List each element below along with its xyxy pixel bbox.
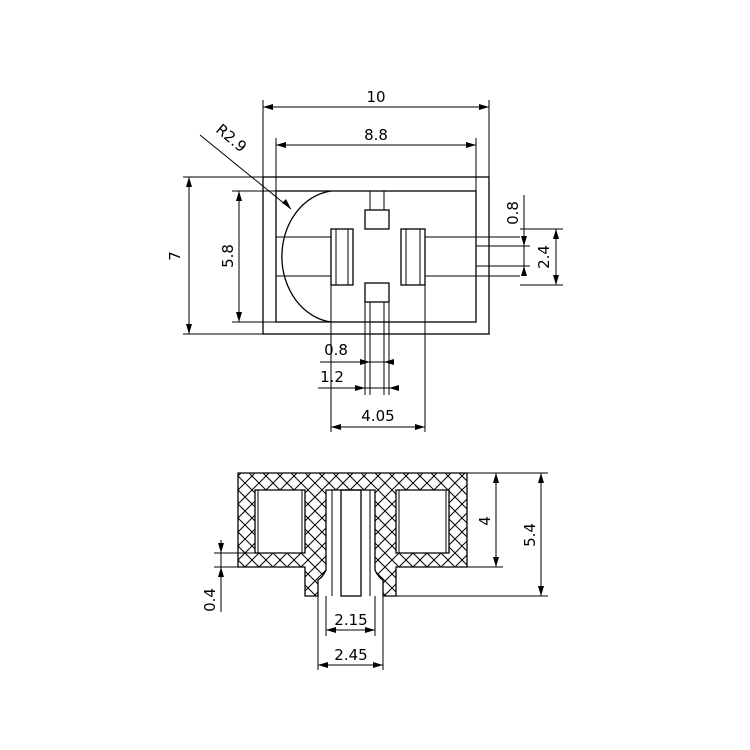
dim-pin-span-bottom: 1.2 [320,368,344,386]
dim-radius: R2.9 [212,120,250,156]
dome-outline [281,190,332,323]
dim-slot-inner: 2.15 [334,611,367,629]
center-slot [340,489,362,597]
inner-frame [275,190,477,323]
dim-pin-width-bottom: 0.8 [324,341,348,359]
outer-frame [262,176,490,335]
pad-left [330,228,354,286]
top-view: 10 8.8 R2.9 7 5.8 0.8 [166,88,563,432]
dim-height-total: 5.4 [521,523,539,547]
dim-height-body: 4 [476,516,494,526]
dim-height-outer: 7 [166,251,184,261]
dim-wall: 0.4 [201,588,219,612]
dim-height-inner: 5.8 [219,244,237,268]
dim-slot-outer: 2.45 [334,646,367,664]
pin-bottom [364,282,390,303]
section-body [237,472,468,597]
dim-pad-span: 4.05 [361,407,394,425]
dim-pin-pitch-right: 2.4 [535,245,553,269]
side-view: 4 5.4 0.4 2.15 2.45 [201,472,548,670]
dim-width-outer: 10 [366,88,385,106]
dim-pin-width-right: 0.8 [504,201,522,225]
pin-top [364,209,390,230]
pad-right [400,228,426,286]
dim-width-inner: 8.8 [364,126,388,144]
